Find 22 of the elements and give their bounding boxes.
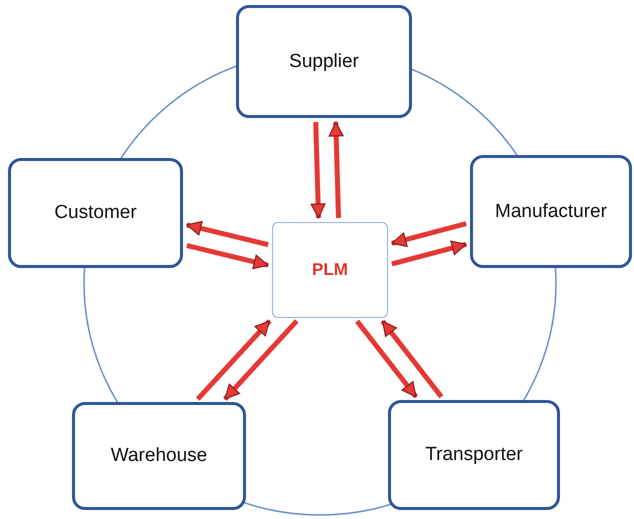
node-label: Supplier	[289, 50, 359, 72]
node-label: Transporter	[425, 444, 523, 466]
arrow	[328, 122, 344, 218]
arrow	[355, 320, 418, 398]
arrow	[310, 122, 326, 218]
entity-box	[388, 400, 560, 510]
node-label: Manufacturer	[495, 200, 607, 222]
arrow	[223, 319, 299, 401]
entity-box	[8, 158, 183, 268]
node-label: Warehouse	[110, 445, 208, 467]
node-label: PLM	[312, 260, 348, 280]
arrow	[391, 240, 467, 266]
arrow	[186, 220, 269, 248]
arrow	[186, 243, 269, 270]
arrow	[380, 320, 444, 398]
entity-box	[236, 5, 412, 118]
hub-box	[272, 222, 388, 318]
arrow	[196, 319, 272, 401]
entity-box	[470, 155, 632, 268]
node-label: Customer	[54, 202, 137, 224]
arrow	[391, 221, 467, 247]
entity-box	[72, 402, 246, 510]
